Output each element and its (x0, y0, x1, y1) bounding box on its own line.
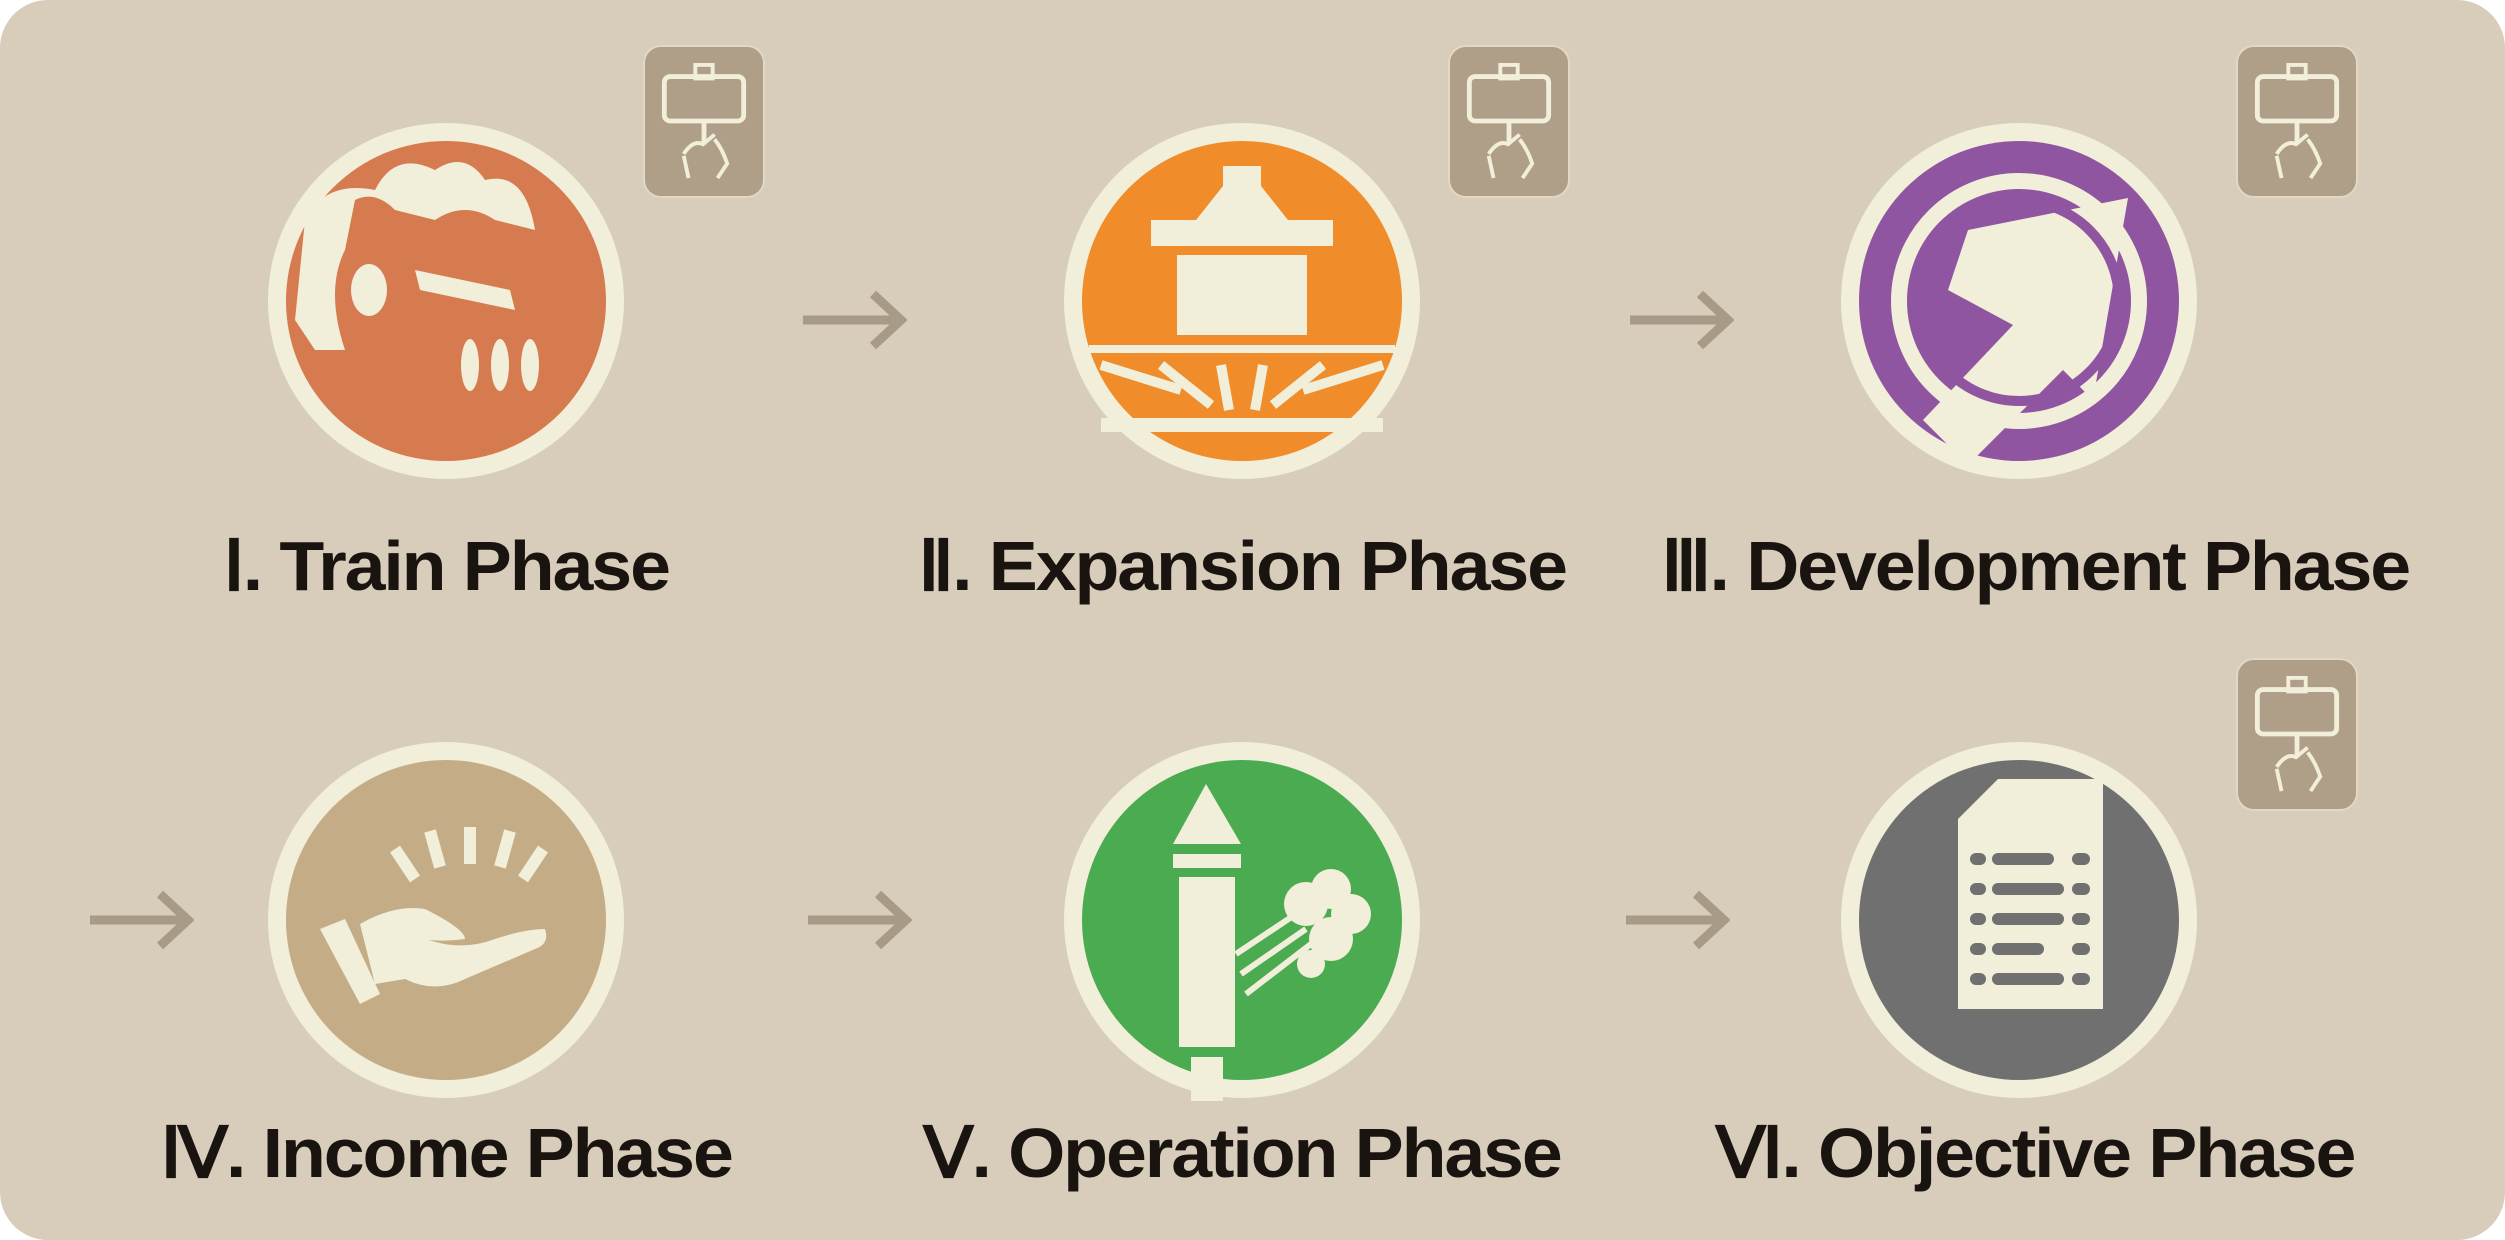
phase-operation-icon (1061, 739, 1423, 1101)
arrow-right-icon (1630, 290, 1734, 350)
arrow-right-icon (808, 890, 912, 950)
phase-label-train: Ⅰ. Train Phase (223, 527, 671, 605)
arrow-right-icon (803, 290, 907, 350)
phase-development-icon (1838, 120, 2200, 482)
sign-hand-badge-icon (1448, 45, 1570, 198)
sign-hand-badge-icon (643, 45, 765, 198)
phase-label-expansion: Ⅱ. Expansion Phase (918, 527, 1568, 605)
phase-expansion-icon (1061, 120, 1423, 482)
phase-label-development: Ⅲ. Development Phase (1660, 527, 2411, 605)
arrow-right-icon (1626, 890, 1730, 950)
phase-objective-icon (1838, 739, 2200, 1101)
sign-hand-badge-icon (2236, 658, 2358, 811)
phase-income-icon (265, 739, 627, 1101)
sign-hand-badge-icon (2236, 45, 2358, 198)
phase-label-operation: Ⅴ. Operation Phase (923, 1114, 1563, 1192)
phase-label-income: Ⅳ. Income Phase (160, 1114, 734, 1192)
arrow-right-icon (90, 890, 194, 950)
phase-train-icon (265, 120, 627, 482)
phase-label-objective: Ⅵ. Objective Phase (1715, 1114, 2357, 1192)
